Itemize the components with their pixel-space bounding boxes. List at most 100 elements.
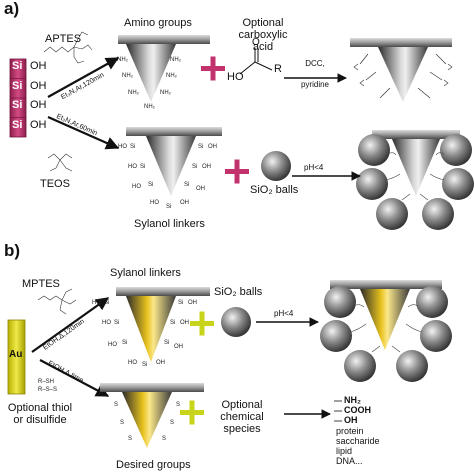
afm-tip-sylanol — [126, 127, 222, 196]
nh2-label: NH₂ — [128, 90, 139, 96]
ho-label: HO — [118, 144, 127, 150]
sio2-ball — [416, 286, 448, 318]
afm-tip-gold-desired — [100, 383, 204, 448]
s-label: S — [170, 420, 175, 426]
oh-label-small: OH — [196, 186, 205, 192]
nh2-label: NH₂ — [166, 73, 177, 79]
nh2-label: NH₂ — [122, 73, 133, 79]
nh2-label: NH₂ — [117, 57, 128, 63]
si-label: Si — [178, 300, 184, 306]
si-label: Si — [164, 340, 170, 346]
si-text: Si — [12, 119, 23, 131]
s-label: S — [120, 420, 125, 426]
desired-groups-caption: Desired groups — [116, 459, 191, 471]
au-text: Au — [9, 349, 23, 360]
ho-label: HO — [102, 320, 111, 326]
nh2-label: NH₂ — [170, 57, 181, 63]
afm-tip-sio2 — [372, 130, 460, 196]
ho-label: HO — [92, 300, 101, 306]
reaction-arrow-teos — [47, 115, 120, 150]
si-text: Si — [12, 60, 23, 72]
ph-label-b: pH<4 — [274, 309, 294, 318]
s-label: S — [176, 402, 181, 408]
si-label: Si — [142, 362, 148, 368]
thiol-structure: R–SH — [38, 379, 55, 385]
si-text: Si — [12, 99, 23, 111]
panel-a-label: a) — [4, 0, 20, 18]
species-lipid: lipid — [336, 446, 353, 456]
species-oh: OH — [344, 415, 358, 425]
aptes-molecule — [43, 31, 93, 64]
species-saccharide: saccharide — [336, 436, 380, 446]
sio2-ball-reagent-b — [221, 307, 251, 337]
sio2-ball — [344, 350, 376, 382]
si-label: Si — [148, 182, 154, 188]
optional-acid-line: acid — [252, 41, 274, 53]
si-label: Si — [140, 164, 146, 170]
si-label: Si — [114, 320, 120, 326]
teos-label: TEOS — [40, 178, 70, 190]
sio2-ball — [320, 320, 352, 352]
au-substrate — [7, 319, 26, 395]
sio2-ball — [356, 168, 388, 200]
ho-label: HO — [128, 164, 137, 170]
si-label: Si — [184, 182, 190, 188]
acid-ho: HO — [227, 71, 244, 83]
oh-label: OH — [30, 80, 47, 92]
thiol-label: Optional thiol — [7, 402, 73, 414]
sylanol-caption: Sylanol linkers — [134, 218, 205, 230]
aptes-label: APTES — [45, 33, 82, 45]
ph-label-a: pH<4 — [304, 163, 324, 172]
s-label: S — [114, 402, 119, 408]
sio2-ball-reagent — [261, 151, 291, 181]
sio2-ball-cluster-a — [356, 134, 474, 230]
coupling-conditions: pyridine — [300, 80, 329, 89]
oh-label: OH — [30, 99, 47, 111]
coupling-conditions: DCC, — [305, 59, 325, 68]
oh-label: OH — [30, 119, 47, 131]
si-label: Si — [170, 320, 176, 326]
thiol-structure: R–S–S — [38, 387, 58, 393]
sio2-ball-cluster-b — [320, 286, 452, 382]
plus-sign-mptes — [190, 311, 214, 336]
acid-r-group: R — [274, 63, 282, 75]
reaction-arrow-mptes — [31, 297, 110, 353]
sio2-ball — [376, 198, 408, 230]
ho-label: HO — [128, 360, 137, 366]
species-protein: protein — [336, 426, 364, 436]
nh2-label: NH₂ — [160, 90, 171, 96]
si-text: Si — [12, 80, 23, 92]
sio2-label-b: SiO₂ balls — [214, 286, 263, 298]
species-dna: DNA... — [336, 456, 363, 466]
ho-label: HO — [108, 342, 117, 348]
amino-groups-title: Amino groups — [124, 17, 192, 29]
sio2-ball — [324, 286, 356, 318]
ho-label: HO — [150, 200, 159, 206]
acid-oxygen: O — [252, 37, 260, 48]
species-cooh: COOH — [344, 405, 371, 415]
si-label: Si — [198, 144, 204, 150]
reaction-arrow-thiol — [39, 359, 110, 397]
reaction-arrow-aptes — [47, 57, 120, 98]
optional-species-line: Optional — [221, 399, 263, 411]
oh-label-small: OH — [202, 164, 211, 170]
sylanol-title-b: Sylanol linkers — [110, 267, 181, 279]
optional-species-line: species — [223, 423, 261, 435]
mptes-label: MPTES — [22, 278, 60, 290]
si-label: Si — [122, 340, 128, 346]
sio2-ball — [396, 350, 428, 382]
oh-label-small: OH — [208, 144, 217, 150]
species-nh2: NH₂ — [344, 395, 361, 405]
optional-acid-line: carboxylic — [238, 29, 288, 41]
ho-label: HO — [132, 184, 141, 190]
oh-label-small: OH — [180, 320, 189, 326]
optional-species-line: chemical — [220, 411, 264, 423]
sio2-ball — [442, 168, 474, 200]
oh-label-small: OH — [174, 344, 183, 350]
oh-label: OH — [30, 60, 47, 72]
afm-tip-functionalized — [350, 38, 453, 102]
s-label: S — [162, 436, 167, 442]
oh-label-small: OH — [180, 200, 189, 206]
thiol-label: or disulfide — [13, 414, 67, 426]
